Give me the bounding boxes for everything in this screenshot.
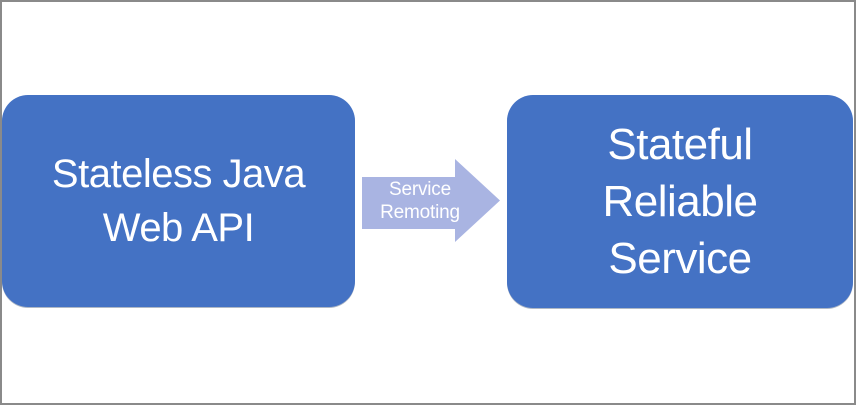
- node-stateless-label: Stateless Java Web API: [51, 147, 306, 255]
- connector-label-line1: Service: [389, 178, 451, 200]
- node-stateful-label-line1: Stateful: [607, 120, 753, 169]
- right-arrow-icon: [362, 159, 500, 242]
- node-stateful-reliable-service: Stateful Reliable Service: [507, 95, 853, 308]
- node-stateful-label-line3: Service: [608, 234, 752, 283]
- node-stateless-label-line1: Stateless Java: [51, 152, 306, 196]
- connector-label-line2: Remoting: [380, 201, 460, 223]
- node-stateful-label: Stateful Reliable Service: [603, 116, 758, 287]
- right-arrow-shape: [362, 159, 500, 242]
- node-stateless-java-web-api: Stateless Java Web API: [2, 95, 355, 307]
- node-stateful-label-line2: Reliable: [602, 177, 758, 226]
- node-stateless-label-line2: Web API: [102, 206, 255, 250]
- connector-service-remoting-label: Service Remoting: [362, 159, 478, 242]
